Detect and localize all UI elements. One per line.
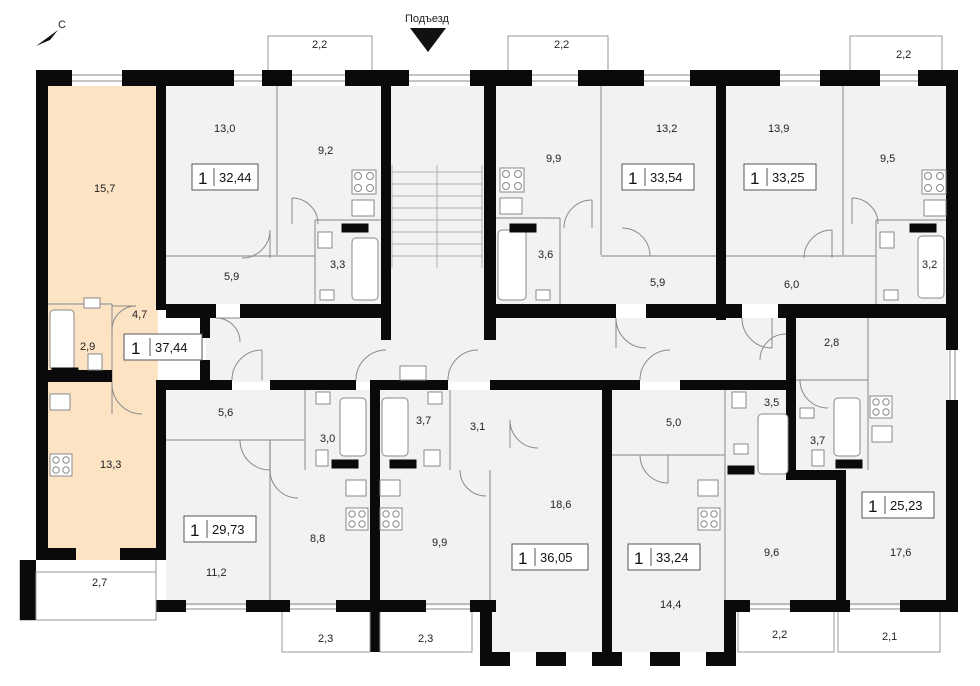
svg-text:1: 1 [131, 339, 140, 358]
apt-badge-left[interactable]: 1 37,44 [123, 333, 203, 361]
apt-top-left-area[interactable] [165, 86, 381, 304]
room-labels: 15,7 4,7 2,9 13,3 2,7 13,0 9,2 5,9 3,3 2… [80, 39, 937, 645]
compass: С [36, 19, 66, 46]
staircase [391, 165, 483, 268]
entrance-label: Подъезд [405, 13, 450, 25]
apt-badge-bottom-1[interactable]: 1 29,73 [183, 515, 257, 543]
entrance-triangle-icon [410, 28, 446, 52]
room-area-label: 3,3 [330, 259, 345, 271]
apt-badge-bottom-2[interactable]: 1 36,05 [511, 543, 589, 571]
svg-text:1: 1 [868, 497, 877, 516]
room-area-label: 3,5 [764, 397, 779, 409]
apt-top-right-area[interactable] [724, 86, 948, 304]
apt-badge-bottom-3[interactable]: 1 33,24 [627, 543, 701, 571]
room-area-label: 2,8 [824, 337, 839, 349]
room-area-label: 13,9 [768, 123, 789, 135]
windows [72, 74, 956, 610]
compass-label: С [58, 19, 66, 31]
room-area-label: 5,9 [224, 271, 239, 283]
svg-text:1: 1 [634, 549, 643, 568]
svg-text:33,54: 33,54 [650, 170, 683, 185]
room-area-label: 5,6 [218, 407, 233, 419]
room-area-label: 2,9 [80, 341, 95, 353]
apt-badge-top-mid[interactable]: 1 33,54 [621, 163, 695, 191]
apt-badge-top-right[interactable]: 1 33,25 [743, 163, 817, 191]
room-area-label: 5,0 [666, 417, 681, 429]
north-arrow-icon [36, 30, 58, 46]
svg-text:33,25: 33,25 [772, 170, 805, 185]
svg-text:1: 1 [750, 169, 759, 188]
room-area-label: 3,1 [470, 421, 485, 433]
fixtures [49, 167, 947, 531]
room-area-label: 17,6 [890, 547, 911, 559]
svg-text:36,05: 36,05 [540, 550, 573, 565]
apt-top-mid-area[interactable] [496, 86, 716, 304]
room-area-label: 2,3 [318, 633, 333, 645]
room-area-label: 3,7 [416, 415, 431, 427]
svg-text:33,24: 33,24 [656, 550, 689, 565]
room-area-label: 14,4 [660, 599, 681, 611]
room-area-label: 2,2 [312, 39, 327, 51]
room-area-label: 2,2 [554, 39, 569, 51]
room-area-label: 9,9 [432, 537, 447, 549]
room-area-label: 2,2 [772, 629, 787, 641]
apt-badge-top-left[interactable]: 1 32,44 [191, 163, 259, 191]
room-area-label: 2,2 [896, 49, 911, 61]
room-area-label: 9,6 [764, 547, 779, 559]
svg-text:1: 1 [198, 169, 207, 188]
apt-bottom-3-living[interactable] [610, 600, 730, 652]
room-area-label: 3,2 [922, 259, 937, 271]
svg-text:37,44: 37,44 [155, 340, 188, 355]
room-area-label: 13,3 [100, 459, 121, 471]
svg-text:29,73: 29,73 [212, 522, 245, 537]
room-area-label: 13,0 [214, 123, 235, 135]
walls [36, 70, 958, 666]
svg-text:25,23: 25,23 [890, 498, 923, 513]
room-area-label: 8,8 [310, 533, 325, 545]
room-area-label: 15,7 [94, 183, 115, 195]
svg-text:1: 1 [628, 169, 637, 188]
room-area-label: 4,7 [132, 309, 147, 321]
doors [111, 197, 879, 499]
room-area-label: 2,1 [882, 631, 897, 643]
apt-bottom-2-living[interactable] [490, 390, 602, 652]
room-area-label: 5,9 [650, 277, 665, 289]
svg-text:1: 1 [190, 521, 199, 540]
room-area-label: 3,6 [538, 249, 553, 261]
balconies [19, 35, 943, 653]
interior-partitions [46, 86, 948, 606]
apartment-badges: 1 37,44 1 32,44 1 33,54 1 33,25 1 29,73 [123, 163, 935, 571]
room-area-label: 3,0 [320, 433, 335, 445]
room-area-label: 2,3 [418, 633, 433, 645]
svg-text:1: 1 [518, 549, 527, 568]
room-area-label: 13,2 [656, 123, 677, 135]
entrance-marker: Подъезд [405, 13, 450, 52]
svg-text:32,44: 32,44 [219, 170, 252, 185]
room-area-label: 3,7 [810, 435, 825, 447]
room-area-label: 9,2 [318, 145, 333, 157]
corridor [206, 318, 790, 382]
room-area-label: 9,9 [546, 153, 561, 165]
apt-badge-bottom-right[interactable]: 1 25,23 [861, 491, 935, 519]
room-area-label: 2,7 [92, 577, 107, 589]
room-area-label: 9,5 [880, 153, 895, 165]
room-area-label: 6,0 [784, 279, 799, 291]
apt-bottom-1-area[interactable] [166, 390, 370, 606]
room-area-label: 18,6 [550, 499, 571, 511]
room-area-label: 11,2 [206, 567, 227, 579]
